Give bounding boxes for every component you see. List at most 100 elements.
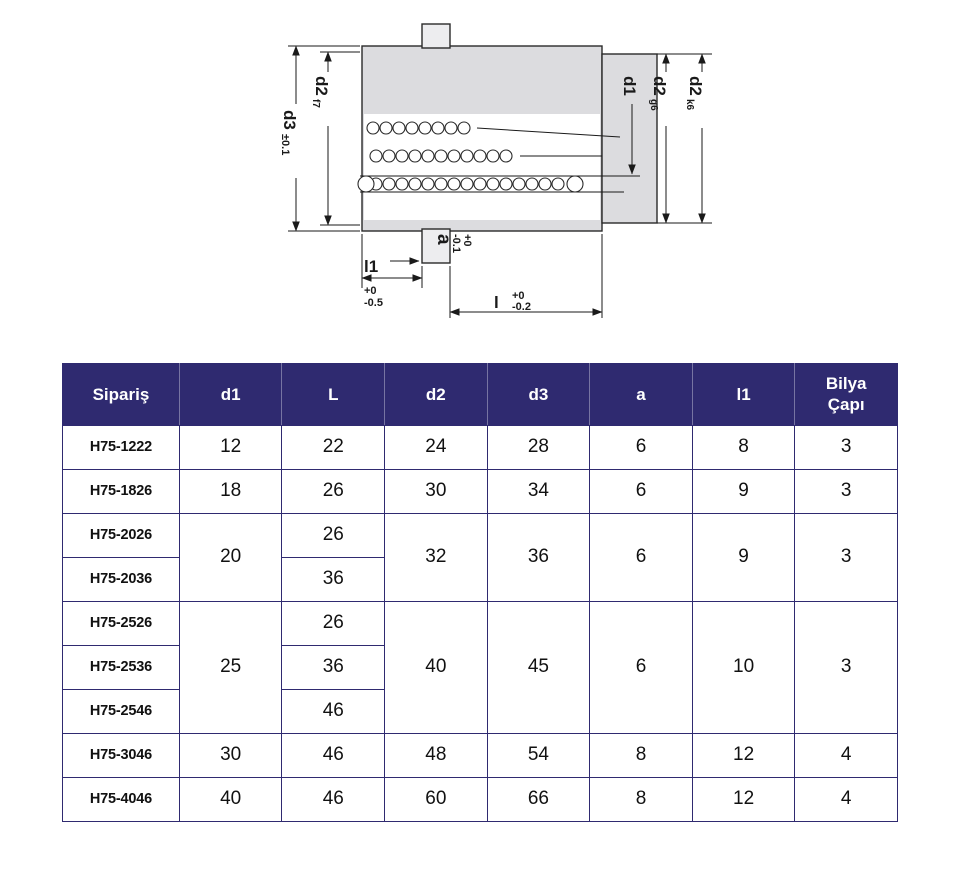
dim-label-l1: l1	[364, 257, 378, 276]
cell-L: 22	[281, 424, 386, 470]
cell-L: 46	[281, 732, 386, 778]
cell-bilya: 3	[794, 468, 898, 514]
col-header-bilya-line2: Çapı	[827, 395, 865, 415]
dim-label-d2-f7-fit: f7	[310, 99, 321, 108]
dim-label-a-tol-bottom: -0.1	[450, 234, 462, 253]
ball-row-bottom	[369, 177, 565, 191]
cell-d3: 36	[486, 512, 591, 602]
cell-order-code: H75-2526	[62, 600, 180, 646]
table-row: H75-2536 36	[62, 644, 898, 690]
bearing-cross-section	[357, 23, 658, 264]
cell-L: 46	[281, 688, 386, 734]
table-row: H75-2036 36	[62, 556, 898, 602]
top-keyway-tab	[421, 23, 451, 49]
dim-d3: d3 ±0.1	[279, 45, 360, 232]
dim-label-l1-tol-top: +0	[364, 285, 377, 297]
col-header-bilya-capi: Bilya Çapı	[794, 363, 898, 426]
cell-d2: 60	[384, 776, 488, 822]
dim-label-l: l	[494, 293, 499, 312]
cell-l1: 8	[691, 424, 796, 470]
cell-d1: 30	[178, 732, 283, 778]
dim-label-d2-f7: d2	[312, 76, 331, 96]
cell-d2: 24	[384, 424, 488, 470]
cell-a: 6	[589, 512, 693, 602]
bottom-keyway-tab	[421, 228, 451, 264]
col-header-bilya-line1: Bilya	[825, 374, 867, 393]
cell-order-code: H75-2026	[62, 512, 180, 558]
spec-table: Sipariş d1 L d2 d3 a l1 Bilya Çapı H75-1…	[62, 363, 898, 822]
cell-bilya: 4	[794, 732, 898, 778]
cell-d3: 28	[486, 424, 591, 470]
dim-label-a: a	[433, 234, 454, 245]
cell-L: 36	[281, 644, 386, 690]
dim-d1: d1	[620, 76, 639, 175]
dim-d2-f7: d2 f7	[310, 51, 360, 226]
cell-a: 8	[589, 776, 693, 822]
cell-l1: 9	[691, 468, 796, 514]
bearing-technical-drawing: d2 f7 d3 ±0.1 d1 d2 g6	[279, 23, 712, 318]
dim-l: l +0 -0.2	[449, 234, 603, 318]
dim-label-d2-g6: d2	[650, 76, 669, 96]
col-header-a: a	[589, 363, 693, 426]
table-row: H75-4046 40 46 60 66 8 12 4	[62, 776, 898, 822]
technical-drawing-container: d2 f7 d3 ±0.1 d1 d2 g6	[272, 16, 742, 341]
cell-order-code: H75-1222	[62, 424, 180, 470]
dim-label-d2-g6-fit: g6	[648, 99, 659, 111]
cell-L: 26	[281, 468, 386, 514]
dim-label-d3-tol: ±0.1	[279, 134, 291, 155]
ball-row-middle	[369, 149, 513, 163]
dim-label-d2-k6: d2	[686, 76, 705, 96]
cell-L: 26	[281, 512, 386, 558]
dim-label-d2-k6-fit: k6	[684, 99, 695, 111]
cell-d3: 66	[486, 776, 591, 822]
cell-d1: 25	[178, 600, 283, 734]
col-header-d3: d3	[486, 363, 591, 426]
cell-d2: 30	[384, 468, 488, 514]
cell-order-code: H75-1826	[62, 468, 180, 514]
cell-order-code: H75-2536	[62, 644, 180, 690]
cell-order-code: H75-3046	[62, 732, 180, 778]
table-row: H75-2526 25 26 40 45 6 10 3	[62, 600, 898, 734]
table-row: H75-3046 30 46 48 54 8 12 4	[62, 732, 898, 778]
col-header-d2: d2	[384, 363, 488, 426]
cell-order-code: H75-4046	[62, 776, 180, 822]
cell-d3: 54	[486, 732, 591, 778]
table-header-row: Sipariş d1 L d2 d3 a l1 Bilya Çapı	[62, 363, 898, 426]
dim-a: a +0 -0.1	[390, 234, 473, 265]
cell-d3: 45	[486, 600, 591, 734]
cell-bilya: 4	[794, 776, 898, 822]
ball-track-leader-top	[476, 127, 621, 138]
cell-bilya: 3	[794, 512, 898, 602]
cell-a: 8	[589, 732, 693, 778]
table-row: H75-1222 12 22 24 28 6 8 3	[62, 424, 898, 470]
cell-d1: 12	[178, 424, 283, 470]
table-row: H75-2026 20 26 32 36 6 9 3	[62, 512, 898, 602]
dim-label-l1-tol-bottom: -0.5	[364, 297, 383, 309]
spec-table-container: Sipariş d1 L d2 d3 a l1 Bilya Çapı H75-1…	[62, 363, 898, 822]
dim-label-l-tol-top: +0	[512, 290, 525, 302]
ball-row-top	[366, 121, 471, 135]
cell-d3: 34	[486, 468, 591, 514]
cell-l1: 12	[691, 776, 796, 822]
cell-order-code: H75-2546	[62, 688, 180, 734]
cell-L: 46	[281, 776, 386, 822]
table-row: H75-1826 18 26 30 34 6 9 3	[62, 468, 898, 514]
col-header-siparis: Sipariş	[62, 363, 180, 426]
cell-order-code: H75-2036	[62, 556, 180, 602]
col-header-l1: l1	[691, 363, 796, 426]
cell-bilya: 3	[794, 600, 898, 734]
cell-d2: 40	[384, 600, 488, 734]
cell-l1: 9	[691, 512, 796, 602]
cell-d1: 40	[178, 776, 283, 822]
bearing-shaft-step	[601, 53, 658, 224]
ball-return-ends	[357, 175, 584, 193]
dim-d2-k6: d2 k6	[684, 53, 706, 224]
dim-d2-g6: d2 g6	[648, 53, 712, 224]
cell-a: 6	[589, 468, 693, 514]
table-row: H75-2546 46	[62, 688, 898, 734]
cell-bilya: 3	[794, 424, 898, 470]
cell-L: 36	[281, 556, 386, 602]
dim-label-a-tol-top: +0	[461, 234, 473, 247]
cell-d2: 48	[384, 732, 488, 778]
col-header-L: L	[281, 363, 386, 426]
